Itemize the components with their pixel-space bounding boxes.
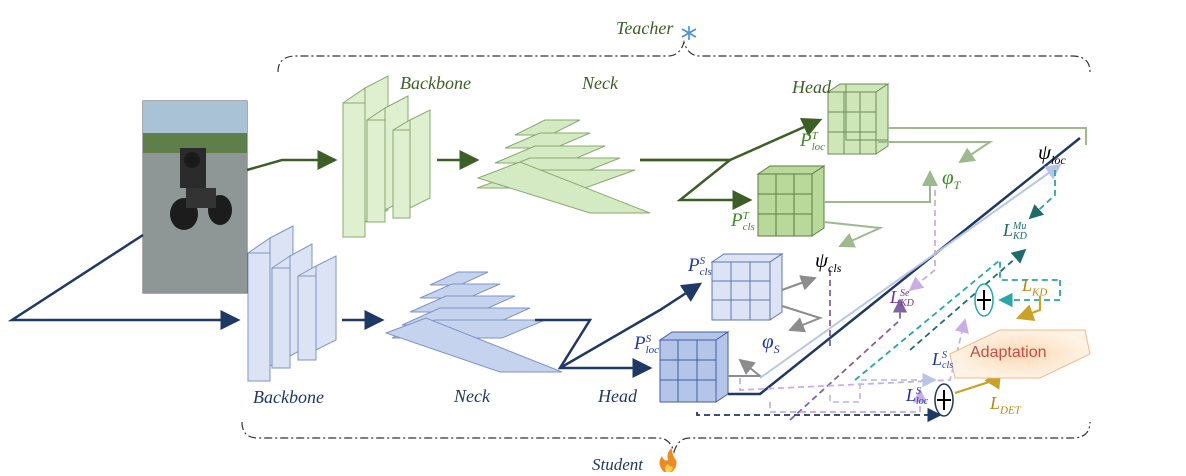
student-neck-label: Neck: [454, 386, 490, 406]
input-image: [142, 100, 248, 294]
snowflake-icon: [681, 26, 697, 40]
l-det-label: LDET: [990, 393, 1021, 417]
teacher-neck-label: Neck: [582, 73, 618, 93]
teacher-flow-arrows: [246, 117, 823, 210]
student-head-cls: [710, 253, 784, 321]
student-label: Student: [592, 455, 643, 474]
student-brace: [241, 421, 1091, 455]
teacher-head-loc: [826, 83, 890, 155]
student-backbone: [247, 225, 337, 382]
teacher-head-cls: [756, 165, 826, 237]
psi-loc-label: ψloc: [1038, 140, 1066, 168]
kd-sum-node: [974, 283, 994, 317]
l-kd-label: LKD: [1022, 275, 1048, 299]
teacher-neck: [476, 119, 651, 214]
student-head-label: Head: [598, 386, 637, 406]
student-head-loc: [658, 331, 730, 403]
student-input-arrow: [7, 233, 241, 330]
teacher-backbone: [342, 75, 431, 238]
phi-s-label: φS: [762, 329, 780, 357]
phi-t-label: φT: [942, 165, 961, 193]
kd-dashed-lines: [696, 170, 1061, 423]
student-neck: [384, 271, 563, 373]
teacher-label: Teacher: [616, 18, 674, 38]
flame-icon: [659, 448, 677, 472]
teacher-to-psi-loc: [759, 163, 1062, 379]
student-flow-arrows: [342, 137, 1081, 396]
teacher-brace: [277, 39, 1091, 73]
adaptation-label: Adaptation: [970, 344, 1047, 361]
teacher-head-label: Head: [792, 77, 831, 97]
psi-cls-label: ψcls: [815, 248, 842, 276]
teacher-output-arrows: [823, 127, 1087, 248]
student-backbone-label: Backbone: [253, 387, 324, 407]
det-sum-node: [934, 383, 954, 417]
student-output-arrows: [728, 275, 823, 377]
adaptation-box: [949, 329, 1091, 379]
teacher-backbone-label: Backbone: [400, 73, 471, 93]
